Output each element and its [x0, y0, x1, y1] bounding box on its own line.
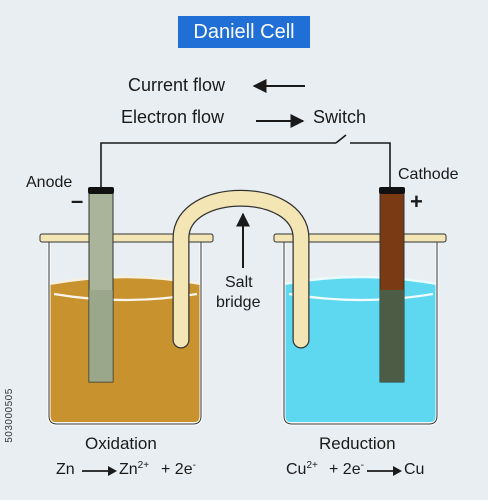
circuit-wire [100, 134, 391, 188]
oxidation-reactant: Zn [56, 461, 75, 478]
cathode-terminal [379, 187, 405, 194]
reduction-label: Reduction [319, 434, 396, 453]
anode-label: Anode [26, 174, 73, 191]
current-flow-label: Current flow [128, 75, 226, 95]
diagram-title: Daniell Cell [178, 16, 310, 48]
electron-flow-label: Electron flow [121, 107, 225, 127]
salt-label: Salt [225, 274, 253, 291]
reduction-reactant: Cu2+ [286, 460, 318, 479]
bridge-label: bridge [216, 294, 261, 311]
electron-charge: - [192, 460, 196, 471]
zinc-solution [49, 277, 201, 422]
cathode-label: Cathode [398, 166, 459, 183]
switch-blade [335, 134, 347, 144]
oxidation-electrons: + 2e- [161, 460, 196, 479]
anode-beaker-rim [39, 233, 214, 243]
reduction-product: Cu [404, 461, 425, 478]
reduction-electrons: + 2e- [329, 460, 364, 479]
anode-terminal [88, 187, 114, 194]
copper-ion-charge: 2+ [306, 460, 318, 471]
zinc-anode [88, 187, 114, 383]
electron-charge: - [360, 460, 364, 471]
copper-cathode [379, 187, 405, 383]
stock-id: 503000505 [3, 387, 15, 443]
oxidation-label: Oxidation [85, 434, 157, 453]
zinc-ion-charge: 2+ [137, 460, 150, 471]
anode-sign: – [71, 188, 84, 213]
salt-bridge [172, 189, 310, 349]
reaction-arrow-icon [82, 466, 117, 476]
oxidation-product: Zn2+ [119, 460, 150, 479]
switch-label: Switch [313, 107, 367, 127]
cathode-sign: + [410, 189, 423, 214]
reaction-arrow-icon [367, 466, 402, 476]
